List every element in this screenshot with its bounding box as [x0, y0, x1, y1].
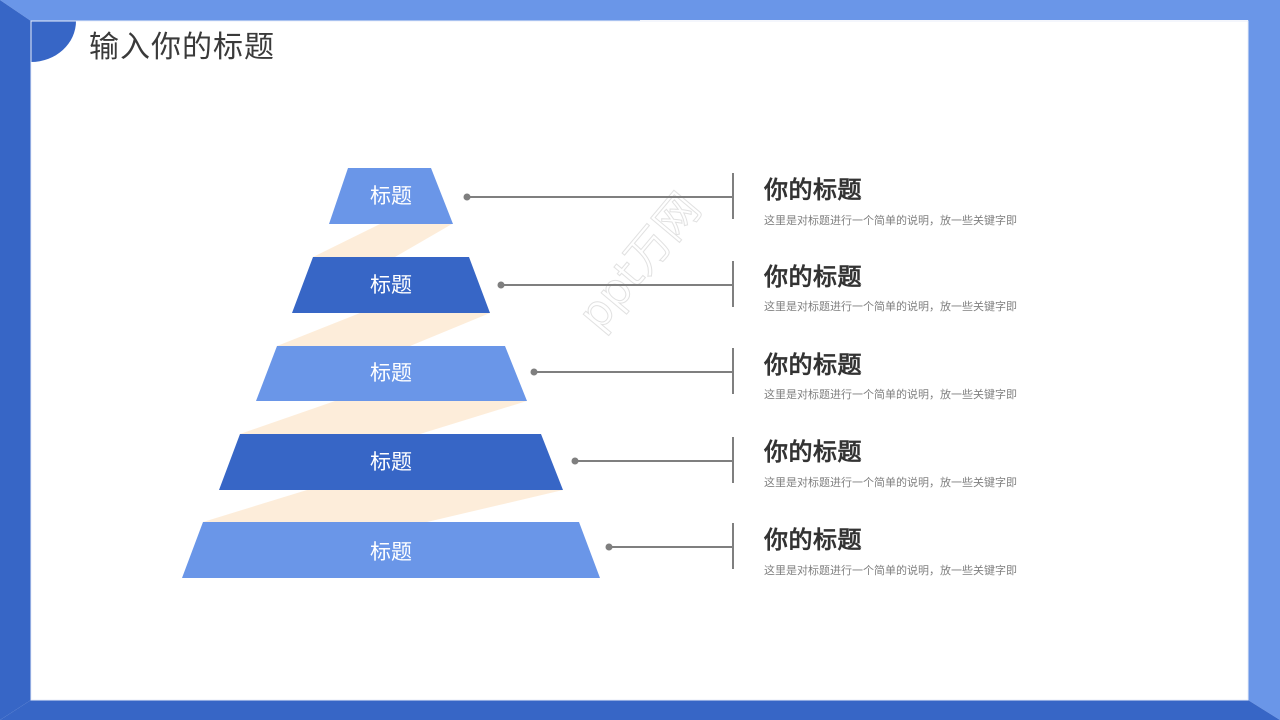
item-title-5: 你的标题: [764, 526, 862, 554]
pyramid-tier-5[interactable]: [182, 522, 600, 578]
leader-dot-1: [463, 193, 471, 201]
tier-label-4: 标题: [370, 450, 412, 474]
connector-band-1: [313, 224, 452, 257]
connector-band-2: [277, 313, 490, 346]
item-desc-4: 这里是对标题进行一个简单的说明，放一些关键字即: [764, 476, 1017, 489]
connector-band-3: [240, 401, 527, 434]
item-title-2: 你的标题: [764, 263, 862, 291]
item-desc-2: 这里是对标题进行一个简单的说明，放一些关键字即: [764, 300, 1017, 313]
leader-dot-4: [571, 457, 579, 465]
leader-dot-3: [530, 368, 538, 376]
slide-title: 输入你的标题: [89, 30, 275, 65]
top-border: [0, 0, 1280, 21]
item-title-1: 你的标题: [764, 176, 862, 204]
right-border: [1248, 20, 1280, 720]
item-title-4: 你的标题: [764, 438, 862, 466]
pyramid-tier-1[interactable]: [329, 168, 453, 224]
tier-label-1: 标题: [370, 184, 412, 208]
tier-label-2: 标题: [370, 273, 412, 297]
corner-ornament: [31, 21, 76, 62]
leader-dot-5: [605, 543, 613, 551]
bottom-border: [0, 700, 1280, 720]
left-border: [0, 0, 31, 720]
connector-band-4: [203, 490, 563, 522]
pyramid-tier-2[interactable]: [292, 257, 490, 313]
tier-label-3: 标题: [370, 361, 412, 385]
leader-lines: [463, 173, 734, 569]
item-desc-5: 这里是对标题进行一个简单的说明，放一些关键字即: [764, 564, 1017, 577]
content-edge: [30, 20, 1249, 701]
leader-dot-2: [497, 281, 505, 289]
item-title-3: 你的标题: [764, 351, 862, 379]
item-desc-1: 这里是对标题进行一个简单的说明，放一些关键字即: [764, 214, 1017, 227]
tier-label-5: 标题: [370, 540, 412, 564]
pyramid-tier-3[interactable]: [256, 346, 527, 401]
pyramid-tier-4[interactable]: [219, 434, 563, 490]
item-desc-3: 这里是对标题进行一个简单的说明，放一些关键字即: [764, 388, 1017, 401]
